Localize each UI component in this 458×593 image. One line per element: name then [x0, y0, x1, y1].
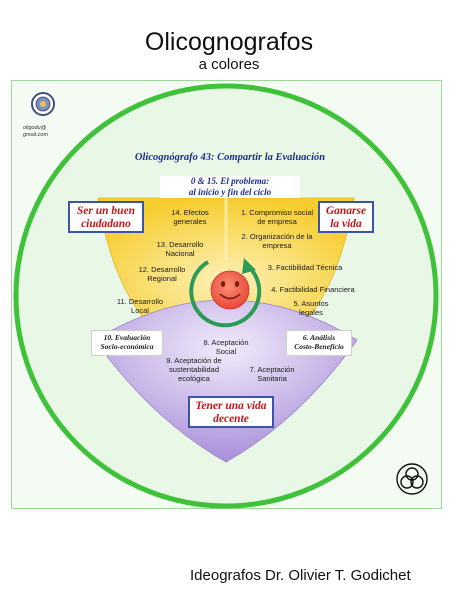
step-3: 3. Factibilidad Técnica — [267, 263, 343, 272]
triple-circle-logo-icon — [396, 463, 428, 495]
smiley-face-icon — [210, 270, 250, 310]
diagram-title: Olicognógrafo 43: Compartir la Evaluació… — [134, 152, 326, 163]
goal-ser-ciudadano: Ser un buen ciudadano — [68, 201, 144, 233]
university-seal-icon — [31, 92, 55, 116]
goal-vida-decente: Tener una vida decente — [188, 396, 274, 428]
page-title: Olicognografos — [144, 28, 314, 56]
footer-credit: Ideografos Dr. Olivier T. Godichet — [190, 567, 411, 584]
eval-costo-beneficio: 6. Análisis Costo-Beneficio — [286, 330, 352, 356]
step-4: 4. Factibilidad Financiera — [271, 285, 355, 294]
cycle-arrow-icon — [189, 260, 262, 328]
problem-label: 0 & 15. El problema: al inicio y fin del… — [160, 176, 300, 198]
page-subtitle: a colores — [198, 56, 260, 73]
eval-socio-economica: 10. Evaluación Socio-económica — [91, 330, 163, 356]
goal-ganarse-vida: Ganarse la vida — [318, 201, 374, 233]
contact-email: oligodu@ gmail.com — [23, 125, 49, 138]
cycle-arrowhead — [242, 258, 256, 274]
